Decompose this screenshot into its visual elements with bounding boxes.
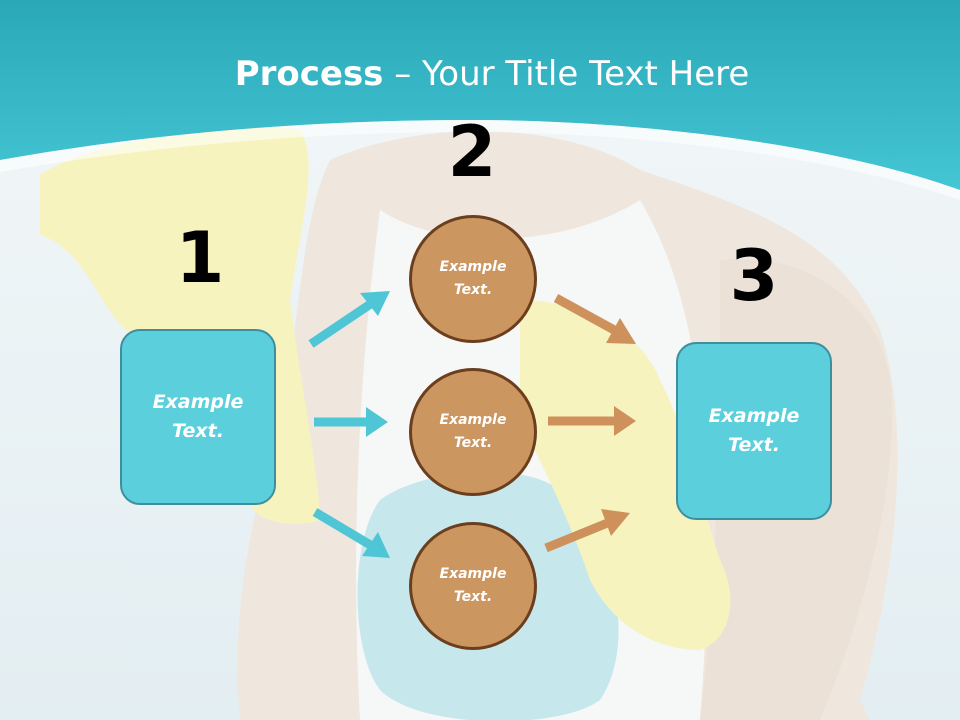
- step-2-circle-bottom: Example Text.: [409, 522, 537, 650]
- step-number-3: 3: [729, 235, 779, 317]
- slide-title: Process – Your Title Text Here: [0, 52, 960, 96]
- title-rest: – Your Title Text Here: [383, 54, 750, 94]
- arrow-from-bottom-icon: [544, 509, 630, 553]
- title-bold: Process: [234, 54, 384, 94]
- step-number-1: 1: [175, 217, 225, 299]
- arrow-to-top-icon: [308, 291, 390, 348]
- step-number-2: 2: [447, 111, 497, 193]
- header-band: [0, 0, 960, 200]
- step-3-box: Example Text.: [676, 342, 832, 520]
- step-1-box: Example Text.: [120, 329, 276, 505]
- step-2-circle-middle: Example Text.: [409, 368, 537, 496]
- arrow-to-bottom-icon: [312, 508, 390, 558]
- arrow-to-middle-icon: [314, 407, 388, 437]
- arrow-from-middle-icon: [548, 406, 636, 436]
- step-2-circle-top: Example Text.: [409, 215, 537, 343]
- arrow-from-top-icon: [553, 294, 636, 344]
